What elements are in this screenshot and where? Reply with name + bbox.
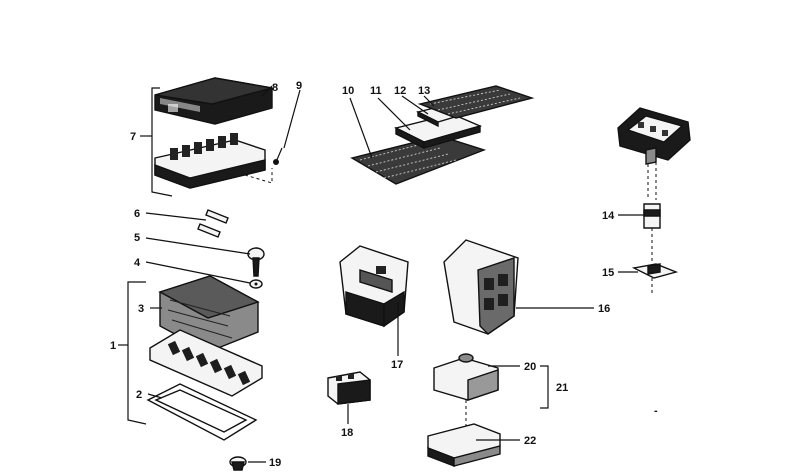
module-part-20	[433, 353, 499, 401]
leader-12	[401, 95, 429, 115]
callout-4: 4	[134, 257, 141, 269]
gasket-part-2	[146, 383, 258, 441]
callout-22: 22	[524, 435, 536, 447]
grommet-part-19	[229, 456, 247, 471]
leader-13	[423, 95, 435, 107]
screw-part-5	[247, 247, 265, 277]
leader-10	[349, 97, 373, 159]
fuse-box-base-part-7	[154, 133, 266, 189]
relay-socket-part-18	[327, 371, 371, 405]
callout-17: 17	[391, 359, 403, 371]
callout-8: 8	[272, 82, 278, 94]
callout-7: 7	[130, 131, 136, 143]
bracket-1	[127, 281, 147, 425]
leader-6	[145, 212, 207, 221]
callout-13: 13	[418, 85, 430, 97]
circuit-board-part-10	[350, 135, 487, 185]
hidden-line-9	[244, 168, 273, 184]
callout-21: 21	[556, 382, 568, 394]
leader-9	[283, 89, 301, 149]
leader-2	[147, 393, 163, 399]
callout-6: 6	[134, 208, 140, 220]
screw-part-9	[273, 147, 283, 165]
hidden-line-14	[647, 162, 657, 200]
callout-1: 1	[110, 340, 116, 352]
callout-9: 9	[296, 80, 302, 92]
leader-4	[145, 261, 251, 284]
bracket-21	[540, 365, 549, 409]
callout-15: 15	[602, 267, 614, 279]
clip-part-15	[631, 263, 679, 279]
callout-20: 20	[524, 361, 536, 373]
bulb-part-14	[643, 203, 661, 229]
bracket-7	[151, 87, 173, 197]
callout-14: 14	[602, 210, 615, 222]
callout-18: 18	[341, 427, 353, 439]
leader-11	[377, 97, 411, 131]
callout-16: 16	[598, 303, 610, 315]
fuse-box-cover-part-8	[154, 77, 273, 125]
trailing-mark: -	[654, 405, 658, 417]
callout-19: 19	[269, 457, 281, 469]
relay-part-17	[339, 245, 409, 328]
fuse-pins-part-6	[197, 209, 229, 238]
washer-part-4	[249, 279, 263, 289]
callout-2: 2	[136, 389, 142, 401]
fuse-base-part-2-upper	[149, 329, 263, 397]
callout-3: 3	[138, 303, 144, 315]
callout-12: 12	[394, 85, 406, 97]
switch-lamp-assembly	[617, 107, 691, 165]
callout-10: 10	[342, 85, 354, 97]
leader-5	[145, 237, 251, 255]
callout-5: 5	[134, 232, 140, 244]
bracket-part-22	[427, 423, 501, 468]
circuit-board-part-13	[417, 85, 535, 119]
callout-11: 11	[370, 85, 382, 97]
relay-part-16	[443, 239, 519, 335]
leader-8	[261, 85, 273, 97]
